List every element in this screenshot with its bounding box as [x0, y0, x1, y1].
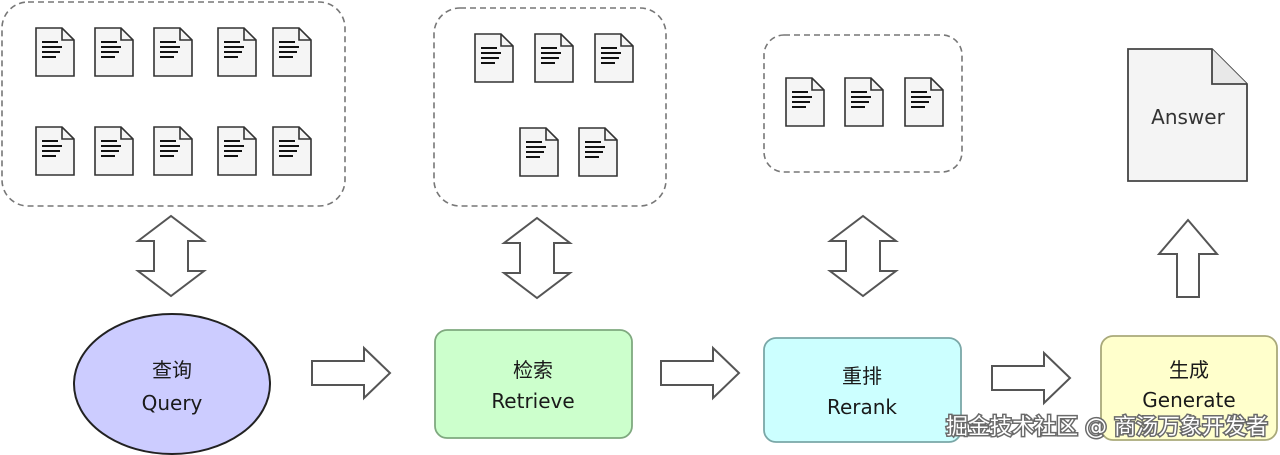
reranked-documents — [785, 77, 944, 127]
up-arrow-icon — [1156, 218, 1220, 298]
corpus-group — [1, 1, 346, 207]
document-icon — [217, 27, 257, 77]
document-icon — [594, 33, 634, 83]
document-icon — [94, 126, 134, 176]
rerank-label-en: Rerank — [827, 395, 897, 419]
document-icon — [272, 27, 312, 77]
document-icon — [94, 27, 134, 77]
retrieve-node: 检索 Retrieve — [434, 329, 633, 439]
document-icon — [534, 33, 574, 83]
generate-node: 生成 Generate — [1100, 335, 1278, 441]
watermark: 掘金技术社区 @ 商汤万象开发者 — [946, 415, 1268, 440]
document-icon — [35, 126, 75, 176]
retrieve-label-zh: 检索 — [513, 358, 553, 382]
document-icon — [785, 77, 825, 127]
document-icon — [578, 127, 618, 177]
document-icon — [217, 126, 257, 176]
document-icon — [272, 126, 312, 176]
rerank-node: 重排 Rerank — [763, 337, 962, 443]
answer-document: Answer — [1127, 48, 1248, 182]
document-icon — [153, 126, 193, 176]
retrieve-label-en: Retrieve — [491, 389, 574, 413]
query-label-en: Query — [142, 391, 203, 415]
rerank-label-zh: 重排 — [842, 364, 882, 388]
document-icon — [35, 27, 75, 77]
double-arrow-icon — [829, 215, 897, 297]
query-node: 查询 Query — [73, 313, 271, 455]
generate-label-zh: 生成 — [1169, 358, 1209, 382]
document-icon — [153, 27, 193, 77]
query-label-zh: 查询 — [152, 358, 192, 382]
document-icon — [904, 77, 944, 127]
corpus-documents — [35, 27, 312, 176]
generate-label-en: Generate — [1142, 388, 1235, 412]
document-icon — [474, 33, 514, 83]
reranked-group — [763, 34, 963, 173]
retrieved-documents — [474, 33, 634, 177]
answer-label: Answer — [1151, 105, 1225, 129]
right-arrow-icon — [311, 347, 391, 399]
double-arrow-icon — [503, 217, 571, 299]
document-icon — [844, 77, 884, 127]
right-arrow-icon — [660, 347, 740, 399]
double-arrow-icon — [137, 215, 205, 297]
retrieved-group — [433, 7, 667, 207]
document-icon — [519, 127, 559, 177]
right-arrow-icon — [991, 352, 1071, 404]
